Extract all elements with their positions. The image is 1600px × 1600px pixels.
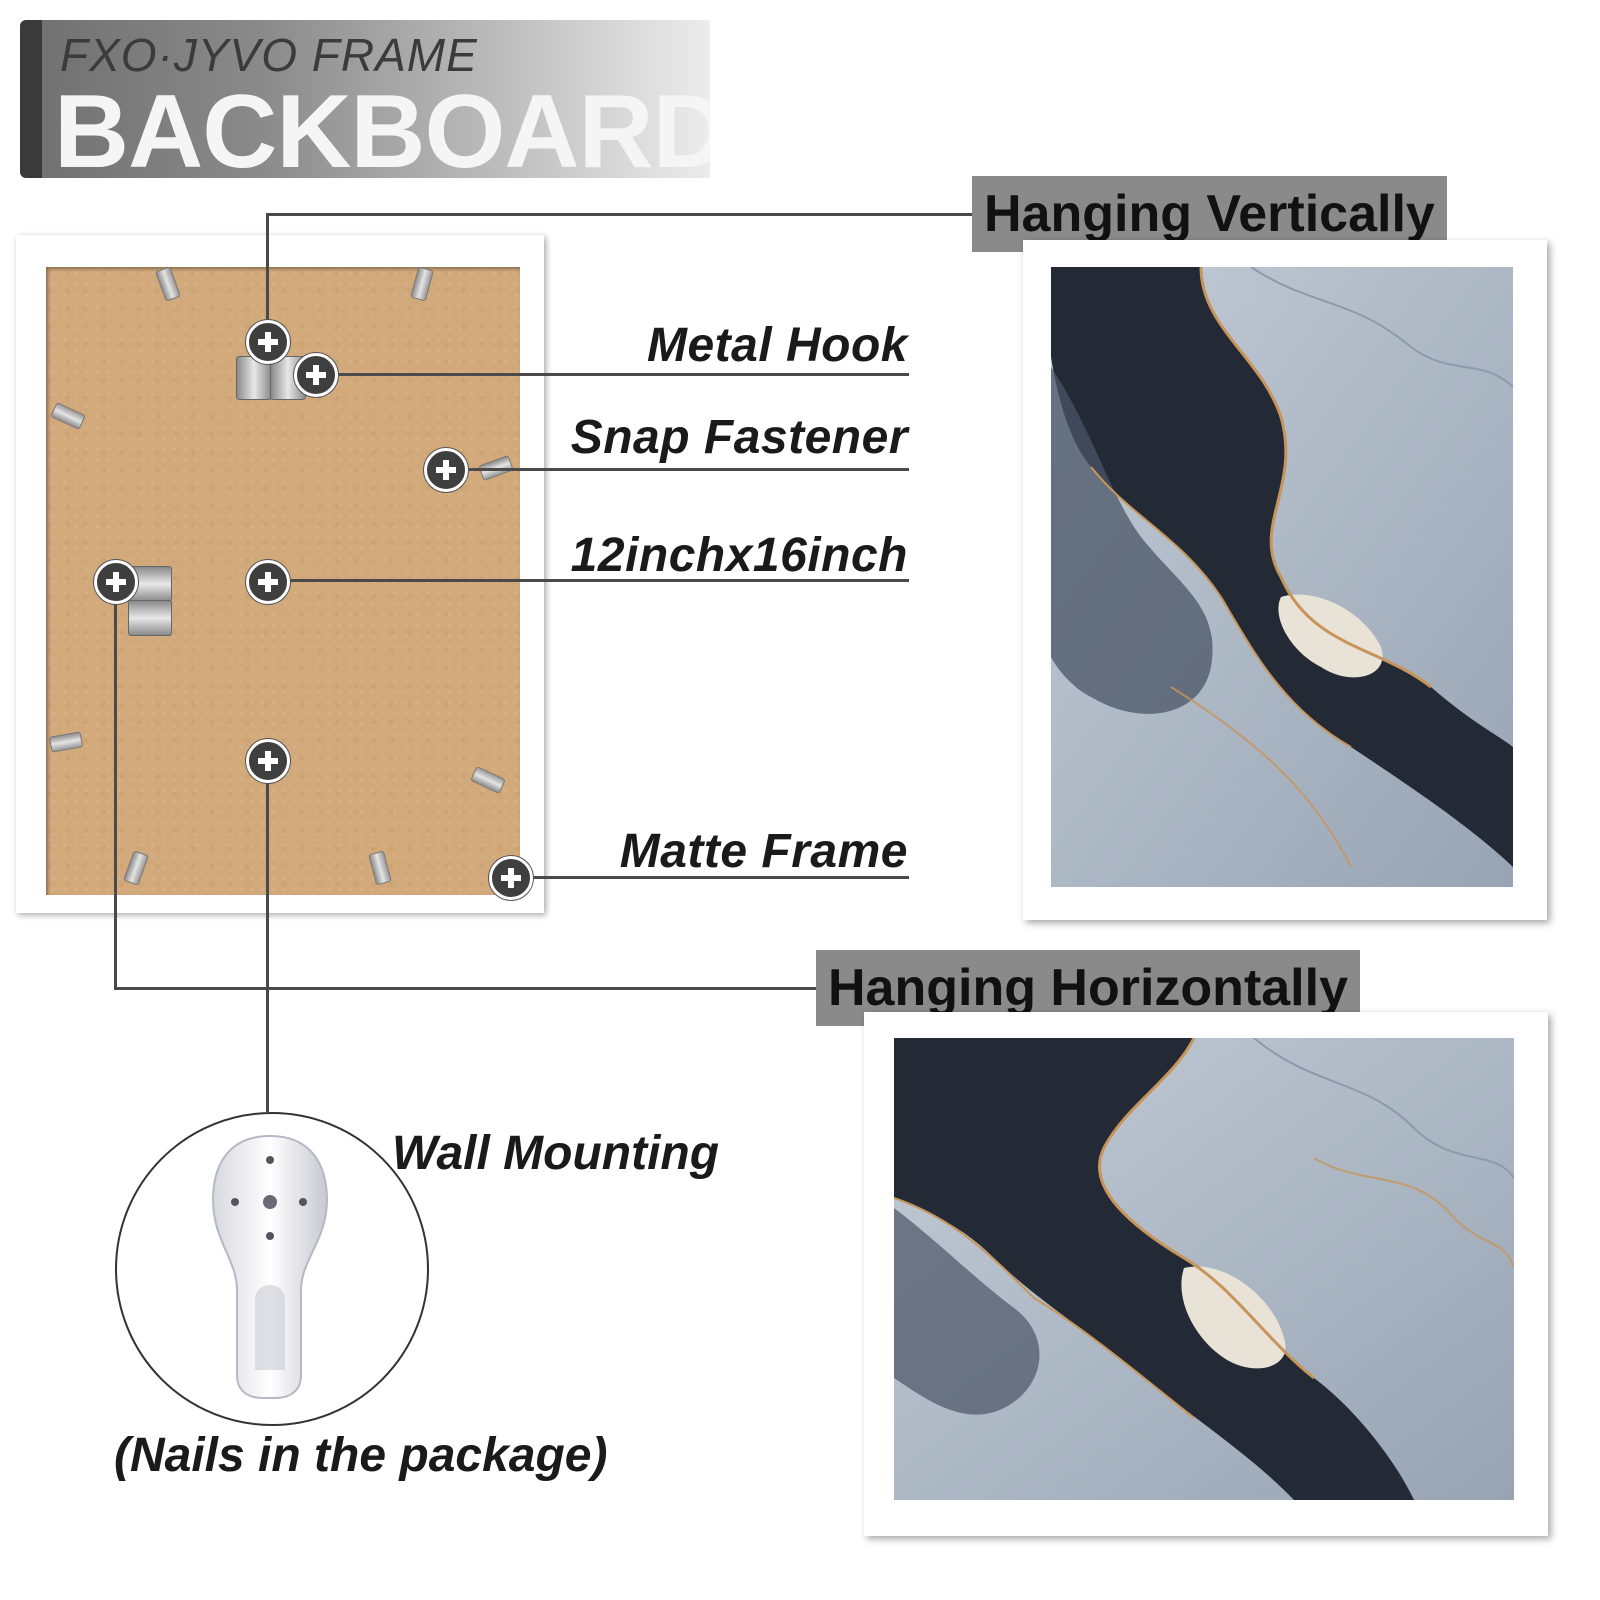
leader-line <box>314 373 909 376</box>
leader-line <box>114 580 117 990</box>
leader-line <box>266 213 976 216</box>
page-title: BACKBOARD <box>54 74 710 178</box>
plus-marker-icon <box>246 739 290 783</box>
leader-line <box>114 987 820 990</box>
marble-pattern <box>894 1038 1514 1500</box>
plus-marker-icon <box>424 448 468 492</box>
marble-pattern <box>1051 267 1513 887</box>
leader-line <box>510 876 909 879</box>
plus-marker-icon <box>246 320 290 364</box>
vertical-marble-artwork <box>1051 267 1513 887</box>
matte-frame-label: Matte Frame <box>619 825 908 878</box>
brand-name: FXO·JYVO FRAME <box>60 29 478 81</box>
horizontal-marble-artwork <box>894 1038 1514 1500</box>
leader-line <box>267 579 909 582</box>
wall-mounting-label: Wall Mounting <box>392 1127 720 1180</box>
leader-line <box>444 468 909 471</box>
metal-hook-label: Metal Hook <box>646 319 908 372</box>
plus-marker-icon <box>246 560 290 604</box>
metal-hook-plate <box>128 600 172 636</box>
wall-hook-icon <box>205 1130 335 1400</box>
plus-marker-icon <box>94 560 138 604</box>
leader-line <box>266 213 269 341</box>
title-accent-bar <box>20 20 42 178</box>
hanging-vertically-label: Hanging Vertically <box>972 176 1447 252</box>
nails-note-label: (Nails in the package) <box>114 1429 608 1482</box>
title-banner: FXO·JYVO FRAME BACKBOARD <box>20 20 710 178</box>
snap-fastener-label: Snap Fastener <box>570 411 908 464</box>
size-label: 12inchx16inch <box>570 529 908 582</box>
plus-marker-icon <box>489 856 533 900</box>
leader-line <box>266 760 269 1112</box>
plus-marker-icon <box>294 353 338 397</box>
